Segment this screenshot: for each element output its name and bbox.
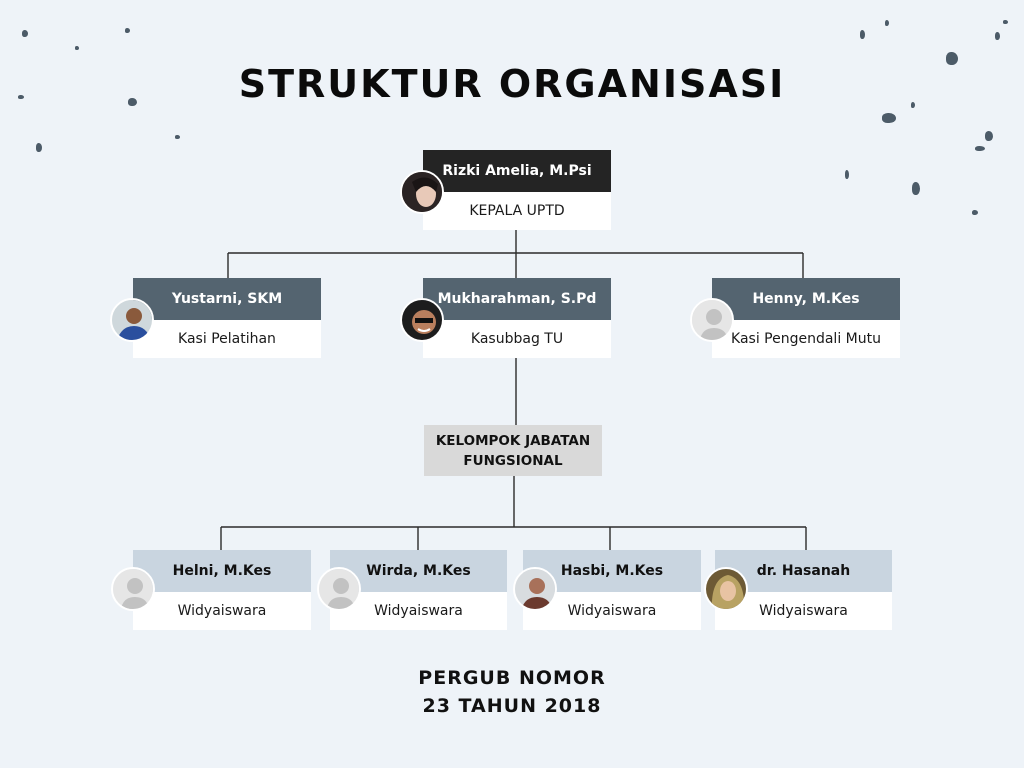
placeholder-person-avatar-icon xyxy=(690,298,734,342)
org-card-level3: Helni, M.Kes Widyaiswara xyxy=(133,550,311,630)
org-card-level3: Wirda, M.Kes Widyaiswara xyxy=(330,550,507,630)
photo-avatar-icon xyxy=(704,567,748,611)
card-role: Widyaiswara xyxy=(133,592,311,630)
card-role: Kasi Pengendali Mutu xyxy=(712,320,900,358)
photo-avatar-icon xyxy=(400,298,444,342)
card-role: Widyaiswara xyxy=(330,592,507,630)
card-name: Mukharahman, S.Pd xyxy=(423,278,611,320)
card-name: Helni, M.Kes xyxy=(133,550,311,592)
org-card-level2: Yustarni, SKM Kasi Pelatihan xyxy=(133,278,321,358)
org-card-head: Rizki Amelia, M.Psi KEPALA UPTD xyxy=(423,150,611,230)
regulation-footer: PERGUB NOMOR 23 TAHUN 2018 xyxy=(0,664,1024,720)
photo-avatar-icon xyxy=(513,567,557,611)
group-label-line1: KELOMPOK JABATAN xyxy=(435,432,591,449)
card-name: Henny, M.Kes xyxy=(712,278,900,320)
placeholder-person-avatar-icon xyxy=(317,567,361,611)
card-name: Wirda, M.Kes xyxy=(330,550,507,592)
card-role: Kasi Pelatihan xyxy=(133,320,321,358)
org-card-level2: Mukharahman, S.Pd Kasubbag TU xyxy=(423,278,611,358)
footer-line1: PERGUB NOMOR xyxy=(418,667,606,689)
page-title: STRUKTUR ORGANISASI xyxy=(238,62,786,106)
functional-group-box: KELOMPOK JABATAN FUNGSIONAL xyxy=(424,425,602,476)
photo-avatar-icon xyxy=(400,170,444,214)
group-label-line2: FUNGSIONAL xyxy=(463,452,563,469)
photo-avatar-icon xyxy=(110,298,154,342)
card-name: Rizki Amelia, M.Psi xyxy=(423,150,611,192)
placeholder-person-avatar-icon xyxy=(111,567,155,611)
card-role: KEPALA UPTD xyxy=(423,192,611,230)
card-role: Widyaiswara xyxy=(715,592,892,630)
card-name: Yustarni, SKM xyxy=(133,278,321,320)
card-role: Kasubbag TU xyxy=(423,320,611,358)
org-card-level3: dr. Hasanah Widyaiswara xyxy=(715,550,892,630)
org-card-level2: Henny, M.Kes Kasi Pengendali Mutu xyxy=(712,278,900,358)
footer-line2: 23 TAHUN 2018 xyxy=(422,695,602,717)
